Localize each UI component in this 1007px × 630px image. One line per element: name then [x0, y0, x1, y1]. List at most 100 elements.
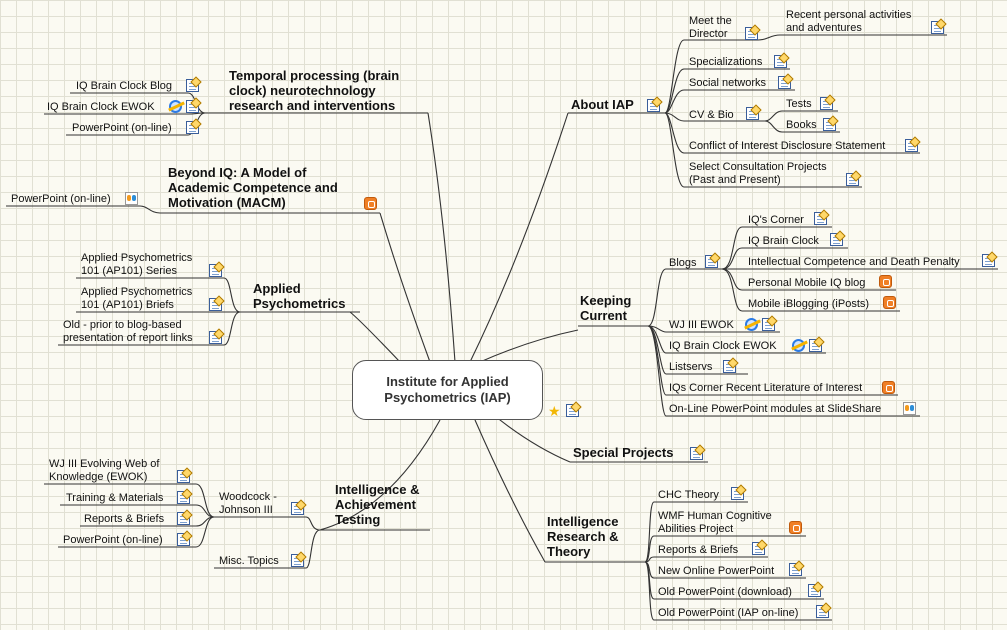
topic-special-projects[interactable]: Special Projects: [573, 445, 674, 460]
note-icon[interactable]: [846, 173, 859, 186]
note-icon[interactable]: [774, 55, 787, 68]
ie-browser-icon[interactable]: [745, 318, 758, 331]
node-iq-brain-clock[interactable]: IQ Brain Clock: [748, 235, 819, 247]
note-icon[interactable]: [816, 605, 829, 618]
node-old-powerpoint-online[interactable]: Old PowerPoint (IAP on-line): [658, 607, 799, 619]
note-icon[interactable]: [752, 542, 765, 555]
note-icon[interactable]: [291, 502, 304, 515]
node-iqs-corner[interactable]: IQ's Corner: [748, 214, 804, 226]
node-new-powerpoint[interactable]: New Online PowerPoint: [658, 565, 775, 577]
node-macm-powerpoint[interactable]: PowerPoint (on-line): [11, 193, 111, 205]
node-consultation-projects[interactable]: Select Consultation Projects(Past and Pr…: [689, 161, 827, 187]
note-icon[interactable]: [209, 298, 222, 311]
note-icon[interactable]: [177, 491, 190, 504]
node-social-networks[interactable]: Social networks: [689, 77, 767, 89]
node-tests[interactable]: Tests: [786, 98, 812, 110]
topic-about-iap[interactable]: About IAP: [571, 97, 634, 112]
node-slideshare[interactable]: On-Line PowerPoint modules at SlideShare: [669, 403, 882, 415]
node-chc-theory[interactable]: CHC Theory: [658, 489, 719, 501]
ie-browser-icon[interactable]: [169, 100, 182, 113]
note-icon[interactable]: [745, 27, 758, 40]
node-temporal-ewok[interactable]: IQ Brain Clock EWOK: [47, 101, 155, 113]
topic-line: Keeping: [580, 293, 632, 308]
note-icon[interactable]: [778, 76, 791, 89]
ie-browser-icon[interactable]: [792, 339, 805, 352]
blogger-icon[interactable]: [883, 296, 896, 309]
node-personal-mobile-blog[interactable]: Personal Mobile IQ blog: [748, 277, 866, 289]
note-icon[interactable]: [814, 212, 827, 225]
note-icon[interactable]: [705, 255, 718, 268]
node-misc-topics[interactable]: Misc. Topics: [219, 555, 279, 567]
note-icon[interactable]: [690, 447, 703, 460]
node-wj-ewok[interactable]: WJ III EWOK: [669, 319, 734, 331]
note-icon[interactable]: [723, 360, 736, 373]
node-reports-briefs[interactable]: Reports & Briefs: [658, 544, 739, 556]
note-icon[interactable]: [186, 79, 199, 92]
blogger-icon[interactable]: [364, 197, 377, 210]
note-icon[interactable]: [830, 233, 843, 246]
node-brain-clock-blog[interactable]: IQ Brain Clock Blog: [76, 80, 172, 92]
node-old-powerpoint-download[interactable]: Old PowerPoint (download): [658, 586, 792, 598]
node-wj-reports-briefs[interactable]: Reports & Briefs: [84, 513, 165, 525]
slideshare-icon[interactable]: [903, 402, 916, 415]
note-icon[interactable]: [177, 512, 190, 525]
note-icon[interactable]: [209, 331, 222, 344]
node-specializations[interactable]: Specializations: [689, 56, 763, 68]
note-icon[interactable]: [186, 121, 199, 134]
note-icon[interactable]: [566, 404, 579, 417]
node-cv-bio[interactable]: CV & Bio: [689, 109, 734, 121]
note-icon[interactable]: [808, 584, 821, 597]
note-icon[interactable]: [809, 339, 822, 352]
note-icon[interactable]: [186, 100, 199, 113]
node-temporal-powerpoint[interactable]: PowerPoint (on-line): [72, 122, 172, 134]
node-line: WJ III Evolving Web of: [49, 458, 160, 470]
note-icon[interactable]: [762, 318, 775, 331]
note-icon[interactable]: [823, 118, 836, 131]
node-line: Select Consultation Projects: [689, 161, 827, 173]
note-icon[interactable]: [177, 533, 190, 546]
node-listservs[interactable]: Listservs: [669, 361, 713, 373]
note-icon[interactable]: [789, 563, 802, 576]
node-recent-literature[interactable]: IQs Corner Recent Literature of Interest: [669, 382, 863, 394]
note-icon[interactable]: [291, 554, 304, 567]
node-mobile-iblogging[interactable]: Mobile iBlogging (iPosts): [748, 298, 870, 310]
note-icon[interactable]: [177, 470, 190, 483]
blogger-icon[interactable]: [882, 381, 895, 394]
blogger-icon[interactable]: [789, 521, 802, 534]
note-icon[interactable]: [905, 139, 918, 152]
connector: [319, 419, 441, 531]
star-icon: ★: [548, 403, 561, 419]
note-icon[interactable]: [731, 487, 744, 500]
node-training-materials[interactable]: Training & Materials: [66, 492, 164, 504]
node-death-penalty[interactable]: Intellectual Competence and Death Penalt…: [748, 256, 960, 268]
node-books[interactable]: Books: [786, 119, 817, 131]
node-woodcock-johnson[interactable]: Woodcock -Johnson III: [219, 491, 277, 517]
note-icon[interactable]: [209, 264, 222, 277]
note-icon[interactable]: [647, 99, 660, 112]
note-icon[interactable]: [746, 107, 759, 120]
note-icon[interactable]: [982, 254, 995, 267]
node-blogs[interactable]: Blogs: [669, 257, 697, 269]
note-icon[interactable]: [931, 21, 944, 34]
blogger-icon[interactable]: [879, 275, 892, 288]
topic-line: Testing: [335, 512, 381, 527]
node-conflict-disclosure[interactable]: Conflict of Interest Disclosure Statemen…: [689, 140, 886, 152]
node-wj-powerpoint[interactable]: PowerPoint (on-line): [63, 534, 163, 546]
node-brain-clock-ewok[interactable]: IQ Brain Clock EWOK: [669, 340, 777, 352]
slideshare-icon[interactable]: [125, 192, 138, 205]
note-icon[interactable]: [820, 97, 833, 110]
